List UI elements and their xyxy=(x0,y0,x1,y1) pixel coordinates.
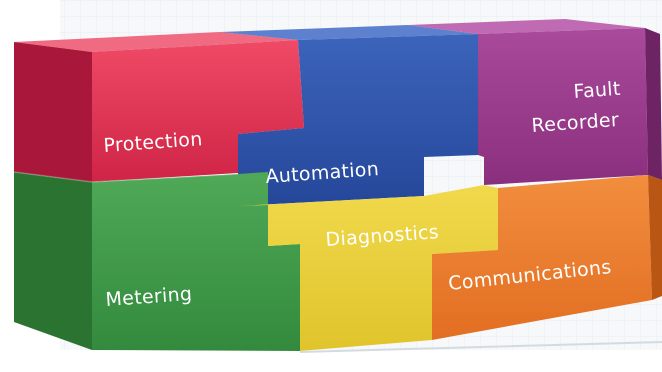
automation-block xyxy=(220,25,478,206)
diagnostics-block xyxy=(238,185,498,351)
metering-block xyxy=(14,172,300,351)
protection-block xyxy=(14,32,304,182)
communications-block xyxy=(432,175,662,340)
fault-recorder-block xyxy=(408,19,662,185)
fault-recorder-label-line1: Fault xyxy=(573,78,622,103)
floor-line xyxy=(299,341,662,353)
